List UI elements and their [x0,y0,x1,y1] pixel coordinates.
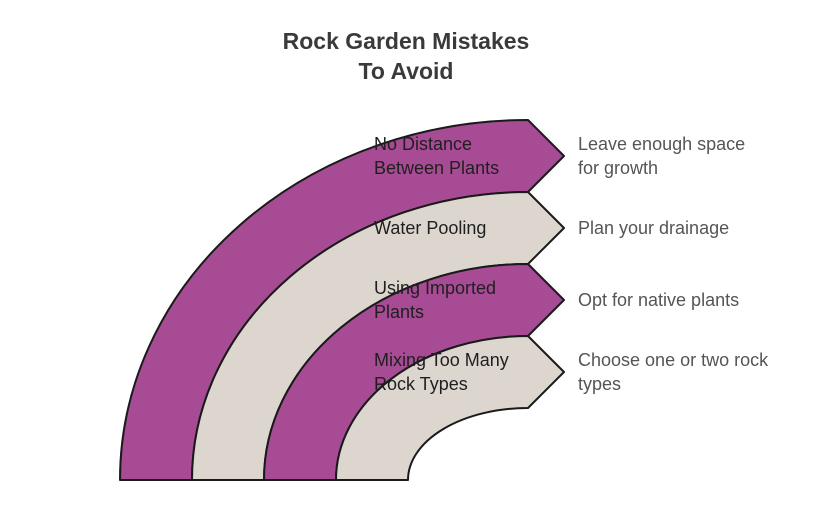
mistake-label-4-line-2: Rock Types [374,374,468,394]
diagram-title-line-1: Rock Garden Mistakes [282,28,530,54]
tip-description-1-line-1: Leave enough space [578,134,746,154]
tip-description-4-line-2: types [578,374,622,394]
tip-description-4: Choose one or two rock types [578,348,818,396]
diagram-title: Rock Garden Mistakes To Avoid [206,26,606,86]
tip-description-4-line-1: Choose one or two rock [578,350,769,370]
tip-description-2: Plan your drainage [578,216,818,240]
mistake-label-2-line-1: Water Pooling [374,218,487,238]
mistake-label-3-line-1: Using Imported [374,278,497,298]
mistake-label-1: No Distance Between Plants [374,132,534,180]
tip-description-1: Leave enough space for growth [578,132,818,180]
mistake-label-3-line-2: Plants [374,302,425,322]
mistake-label-1-line-2: Between Plants [374,158,500,178]
arc-band-4 [335,335,565,481]
tip-description-2-line-1: Plan your drainage [578,218,730,238]
mistake-label-2: Water Pooling [374,216,534,240]
mistake-label-3: Using Imported Plants [374,276,534,324]
mistake-label-4-line-1: Mixing Too Many [374,350,509,370]
diagram-title-line-2: To Avoid [358,58,454,84]
tip-description-3: Opt for native plants [578,288,818,312]
tip-description-1-line-2: for growth [578,158,659,178]
tip-description-3-line-1: Opt for native plants [578,290,740,310]
mistake-label-1-line-1: No Distance [374,134,473,154]
mistake-label-4: Mixing Too Many Rock Types [374,348,534,396]
